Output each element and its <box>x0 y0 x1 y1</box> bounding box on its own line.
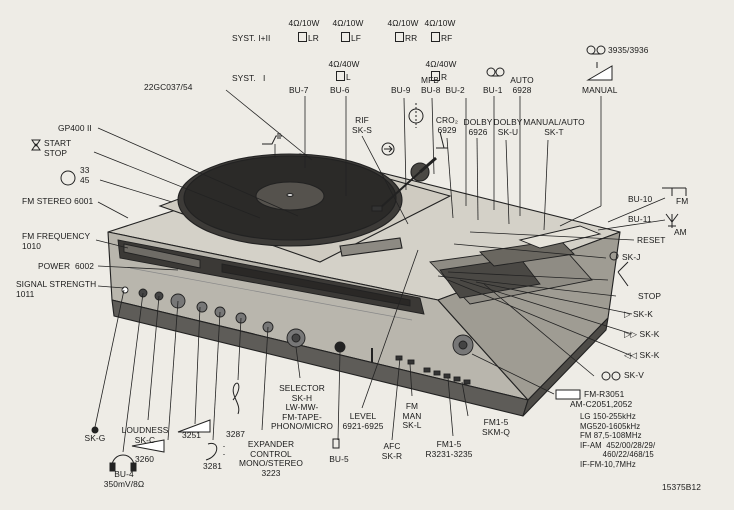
label-3260: 3260 <box>135 454 155 464</box>
label-spk-rr: RR <box>392 32 417 44</box>
label-3281: 3281 <box>203 461 223 471</box>
label-syst-1: SYST. I <box>232 73 266 83</box>
label-start-stop: START STOP <box>44 138 72 158</box>
label-bu9: BU-9 <box>391 85 411 95</box>
label-ff-skk: ▷▷ SK-K <box>624 329 660 339</box>
label-spk-lf: LF <box>338 32 361 44</box>
label-fm15-skm: FM1-5 SKM-Q <box>482 417 510 437</box>
tonearm <box>371 156 437 212</box>
label-spk-lr: LR <box>295 32 319 44</box>
label-skv: SK-V <box>624 370 644 380</box>
speaker-icon <box>298 32 307 42</box>
speaker-icon <box>395 32 404 42</box>
label-play-skk: ▷ SK-K <box>624 309 653 319</box>
label-spk-rf-rating: 4Ω/10W <box>424 18 456 28</box>
label-spk-r-rating: 4Ω/40W <box>425 59 457 69</box>
label-fm-r3051: FM-R3051 <box>584 389 625 399</box>
rewind-icon: ◁◁ <box>624 350 640 360</box>
label-3287: 3287 <box>226 429 246 439</box>
label-spk-rf: RF <box>428 32 452 44</box>
label-spk-l: L <box>333 71 351 83</box>
label-syst-1-2: SYST. I+II <box>232 33 271 43</box>
label-fm-man: FM MAN SK-L <box>402 401 422 431</box>
speaker-icon <box>341 32 350 42</box>
label-bu5: BU-5 <box>329 454 349 464</box>
label-fm-frequency: FM FREQUENCY 1010 <box>22 231 91 251</box>
label-spk-l-rating: 4Ω/40W <box>328 59 360 69</box>
label-rew-skk: ◁◁ SK-K <box>624 350 660 360</box>
play-icon: ▷ <box>624 309 633 319</box>
speaker-icon <box>336 71 345 81</box>
label-frequency-table: LG 150-255kHz MG520-1605kHz FM 87,5-108M… <box>580 412 656 469</box>
label-dolby-6926: DOLBY 6926 <box>463 117 493 137</box>
label-cro2: CRO₂ 6929 <box>435 115 459 135</box>
label-level: LEVEL 6921-6925 <box>342 411 384 431</box>
label-bu4: BU-4 350mV/8Ω <box>103 469 145 489</box>
label-reset: RESET <box>637 235 666 245</box>
label-spk-rr-rating: 4Ω/10W <box>387 18 419 28</box>
speaker-icon <box>431 32 440 42</box>
label-manual: MANUAL <box>582 85 618 95</box>
label-bu8-mfb: MFB BU-8 BU-2 <box>421 75 465 95</box>
label-am-c2051: AM-C2051,2052 <box>570 399 633 409</box>
label-dolby-sku: DOLBY SK-U <box>493 117 523 137</box>
label-fm: FM <box>676 196 689 206</box>
label-selector: SELECTOR SK-H LW-MW- FM-TAPE- PHONO/MICR… <box>270 383 334 432</box>
label-skg: SK-G <box>84 433 106 443</box>
label-afc: AFC SK-R <box>381 441 403 461</box>
label-fm-stereo: FM STEREO 6001 <box>22 196 94 206</box>
label-manual-auto: MANUAL/AUTO SK-T <box>523 117 585 137</box>
label-signal-strength: SIGNAL STRENGTH 1011 <box>16 279 97 299</box>
label-loudness: LOUDNESS SK-C <box>121 425 169 445</box>
label-skj: SK-J <box>622 252 641 262</box>
label-3251: 3251 <box>182 430 202 440</box>
fast-forward-icon: ▷▷ <box>624 329 640 339</box>
front-knobs <box>121 286 474 385</box>
label-gp400: GP400 II <box>58 123 92 133</box>
pictograms <box>31 45 687 472</box>
label-fm15-r: FM1-5 R3231-3235 <box>425 439 473 459</box>
label-speed: 33 45 <box>80 165 90 185</box>
label-auto: AUTO 6928 <box>510 75 534 95</box>
label-bu1: BU-1 <box>483 85 503 95</box>
label-bu10: BU-10 <box>628 194 653 204</box>
label-model-code: 22GC037/54 <box>144 82 193 92</box>
label-spk-r: R <box>428 71 447 83</box>
label-bu7: BU-7 <box>289 85 309 95</box>
speaker-icon <box>431 71 440 81</box>
label-tape-code: 3935/3936 <box>608 45 649 55</box>
label-rif: RIF SK-S <box>352 115 372 135</box>
tuner-panel <box>117 239 425 321</box>
label-ref-code: 15375B12 <box>662 482 701 492</box>
label-spk-lf-rating: 4Ω/10W <box>332 18 364 28</box>
label-bu11: BU-11 <box>628 214 652 224</box>
label-bu6: BU-6 <box>330 85 350 95</box>
label-spk-lr-rating: 4Ω/10W <box>288 18 320 28</box>
label-power: POWER 6002 <box>38 261 95 271</box>
label-stop: STOP <box>638 291 662 301</box>
leader-lines <box>93 89 666 453</box>
label-am: AM <box>674 227 687 237</box>
label-expander: EXPANDER CONTROL MONO/STEREO 3223 <box>239 439 303 478</box>
